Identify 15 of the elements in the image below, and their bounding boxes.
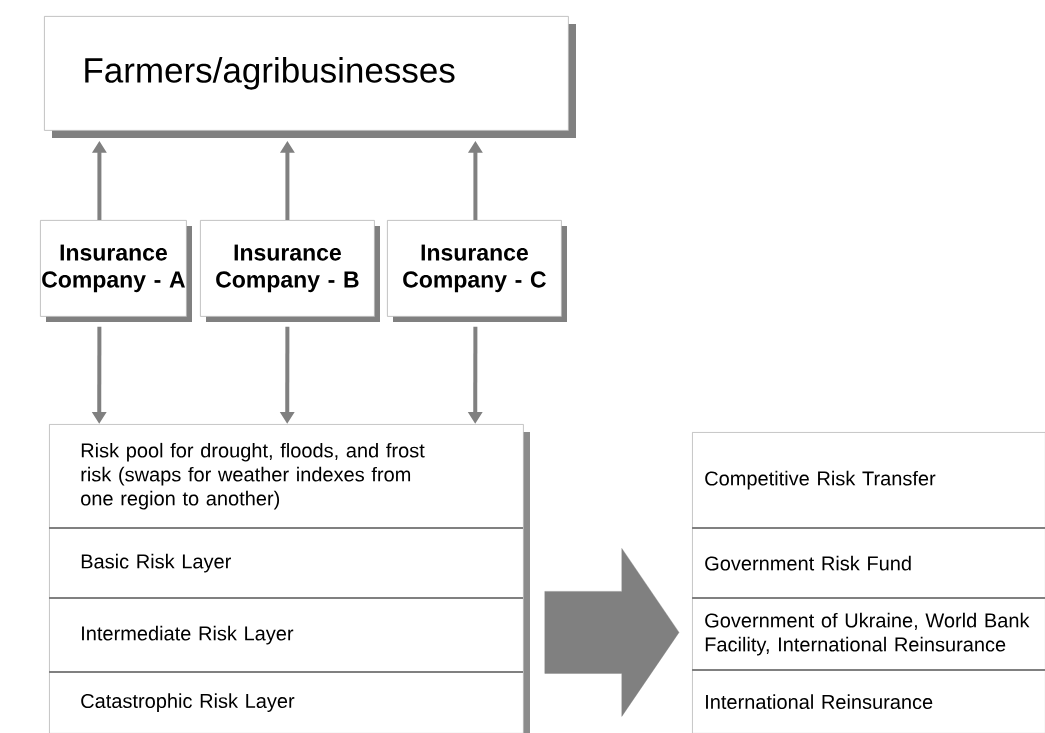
layer-row: Government Risk Fund: [691, 527, 1045, 571]
title-box: Farmers/agribusinesses: [44, 16, 576, 138]
company-box: Insurance Company - C: [387, 220, 567, 322]
company-box: Insurance Company - B: [200, 220, 380, 322]
company-box: Insurance Company - A: [40, 220, 192, 322]
layer-stack: [692, 432, 1045, 733]
layer-row: Competitive Risk Transfer: [705, 470, 936, 490]
layer-row: Government of Ukraine, World Bank Facility, International Reinsurance: [691, 597, 1045, 656]
layer-row: Risk pool for drought, floods, and frost risk (swaps for weather indexes from one region to another): [81, 442, 425, 510]
layer-row: Intermediate Risk Layer: [48, 597, 524, 645]
layer-row: Basic Risk Layer: [48, 527, 524, 573]
layer-row: Catastrophic Risk Layer: [48, 671, 524, 712]
block-arrow: [544, 548, 680, 717]
layer-stack: [49, 424, 530, 733]
layer-row: International Reinsurance: [691, 669, 1045, 710]
